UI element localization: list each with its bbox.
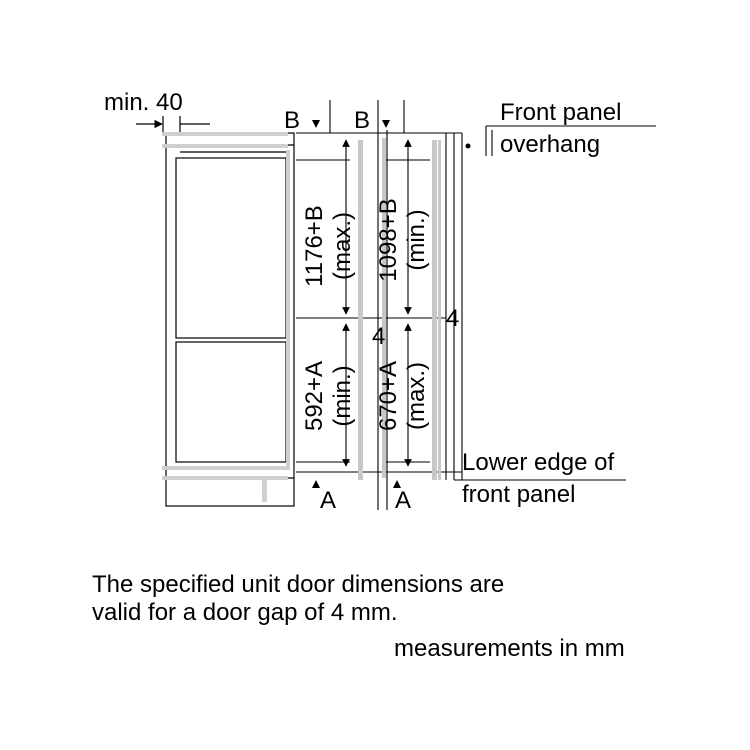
a-arrows bbox=[312, 480, 401, 488]
units-note: measurements in mm bbox=[394, 635, 625, 662]
lower-max-qualifier: (max.) bbox=[403, 362, 430, 430]
front-panel-overhang-line2: overhang bbox=[500, 131, 600, 158]
overhang-dot bbox=[465, 143, 471, 149]
lower-edge-line1: Lower edge of bbox=[462, 449, 614, 476]
front-panel-overhang-callout bbox=[485, 125, 656, 156]
a-label-left: A bbox=[320, 487, 336, 514]
lower-min-value: 592+A bbox=[301, 361, 328, 431]
appliance-grey-strips bbox=[162, 132, 290, 502]
min-gap-label: min. 40 bbox=[104, 89, 183, 116]
a-label-right: A bbox=[395, 487, 411, 514]
dimension-arrows bbox=[342, 139, 412, 467]
door-gap-note-line2: valid for a door gap of 4 mm. bbox=[92, 599, 398, 626]
upper-max-value: 1176+B bbox=[301, 205, 328, 287]
niche-grey-strips bbox=[358, 138, 441, 480]
niche-reference-lines bbox=[296, 100, 463, 510]
min-gap-dimension bbox=[136, 116, 210, 132]
upper-min-qualifier: (min.) bbox=[403, 209, 430, 270]
lower-min-qualifier: (min.) bbox=[329, 365, 356, 426]
upper-min-value: 1098+B bbox=[375, 198, 402, 281]
gap-4-mid-label: 4 bbox=[372, 323, 385, 350]
lower-edge-line2: front panel bbox=[462, 481, 575, 508]
b-label-right: B bbox=[354, 107, 370, 134]
appliance-side-view bbox=[165, 132, 295, 507]
b-arrows bbox=[312, 120, 390, 128]
b-label-left: B bbox=[284, 107, 300, 134]
gap-4-right-label: 4 bbox=[446, 305, 459, 332]
upper-max-qualifier: (max.) bbox=[329, 212, 356, 280]
lower-max-value: 670+A bbox=[375, 361, 402, 431]
door-gap-note-line1: The specified unit door dimensions are bbox=[92, 571, 505, 598]
front-panel-overhang-line1: Front panel bbox=[500, 99, 621, 126]
